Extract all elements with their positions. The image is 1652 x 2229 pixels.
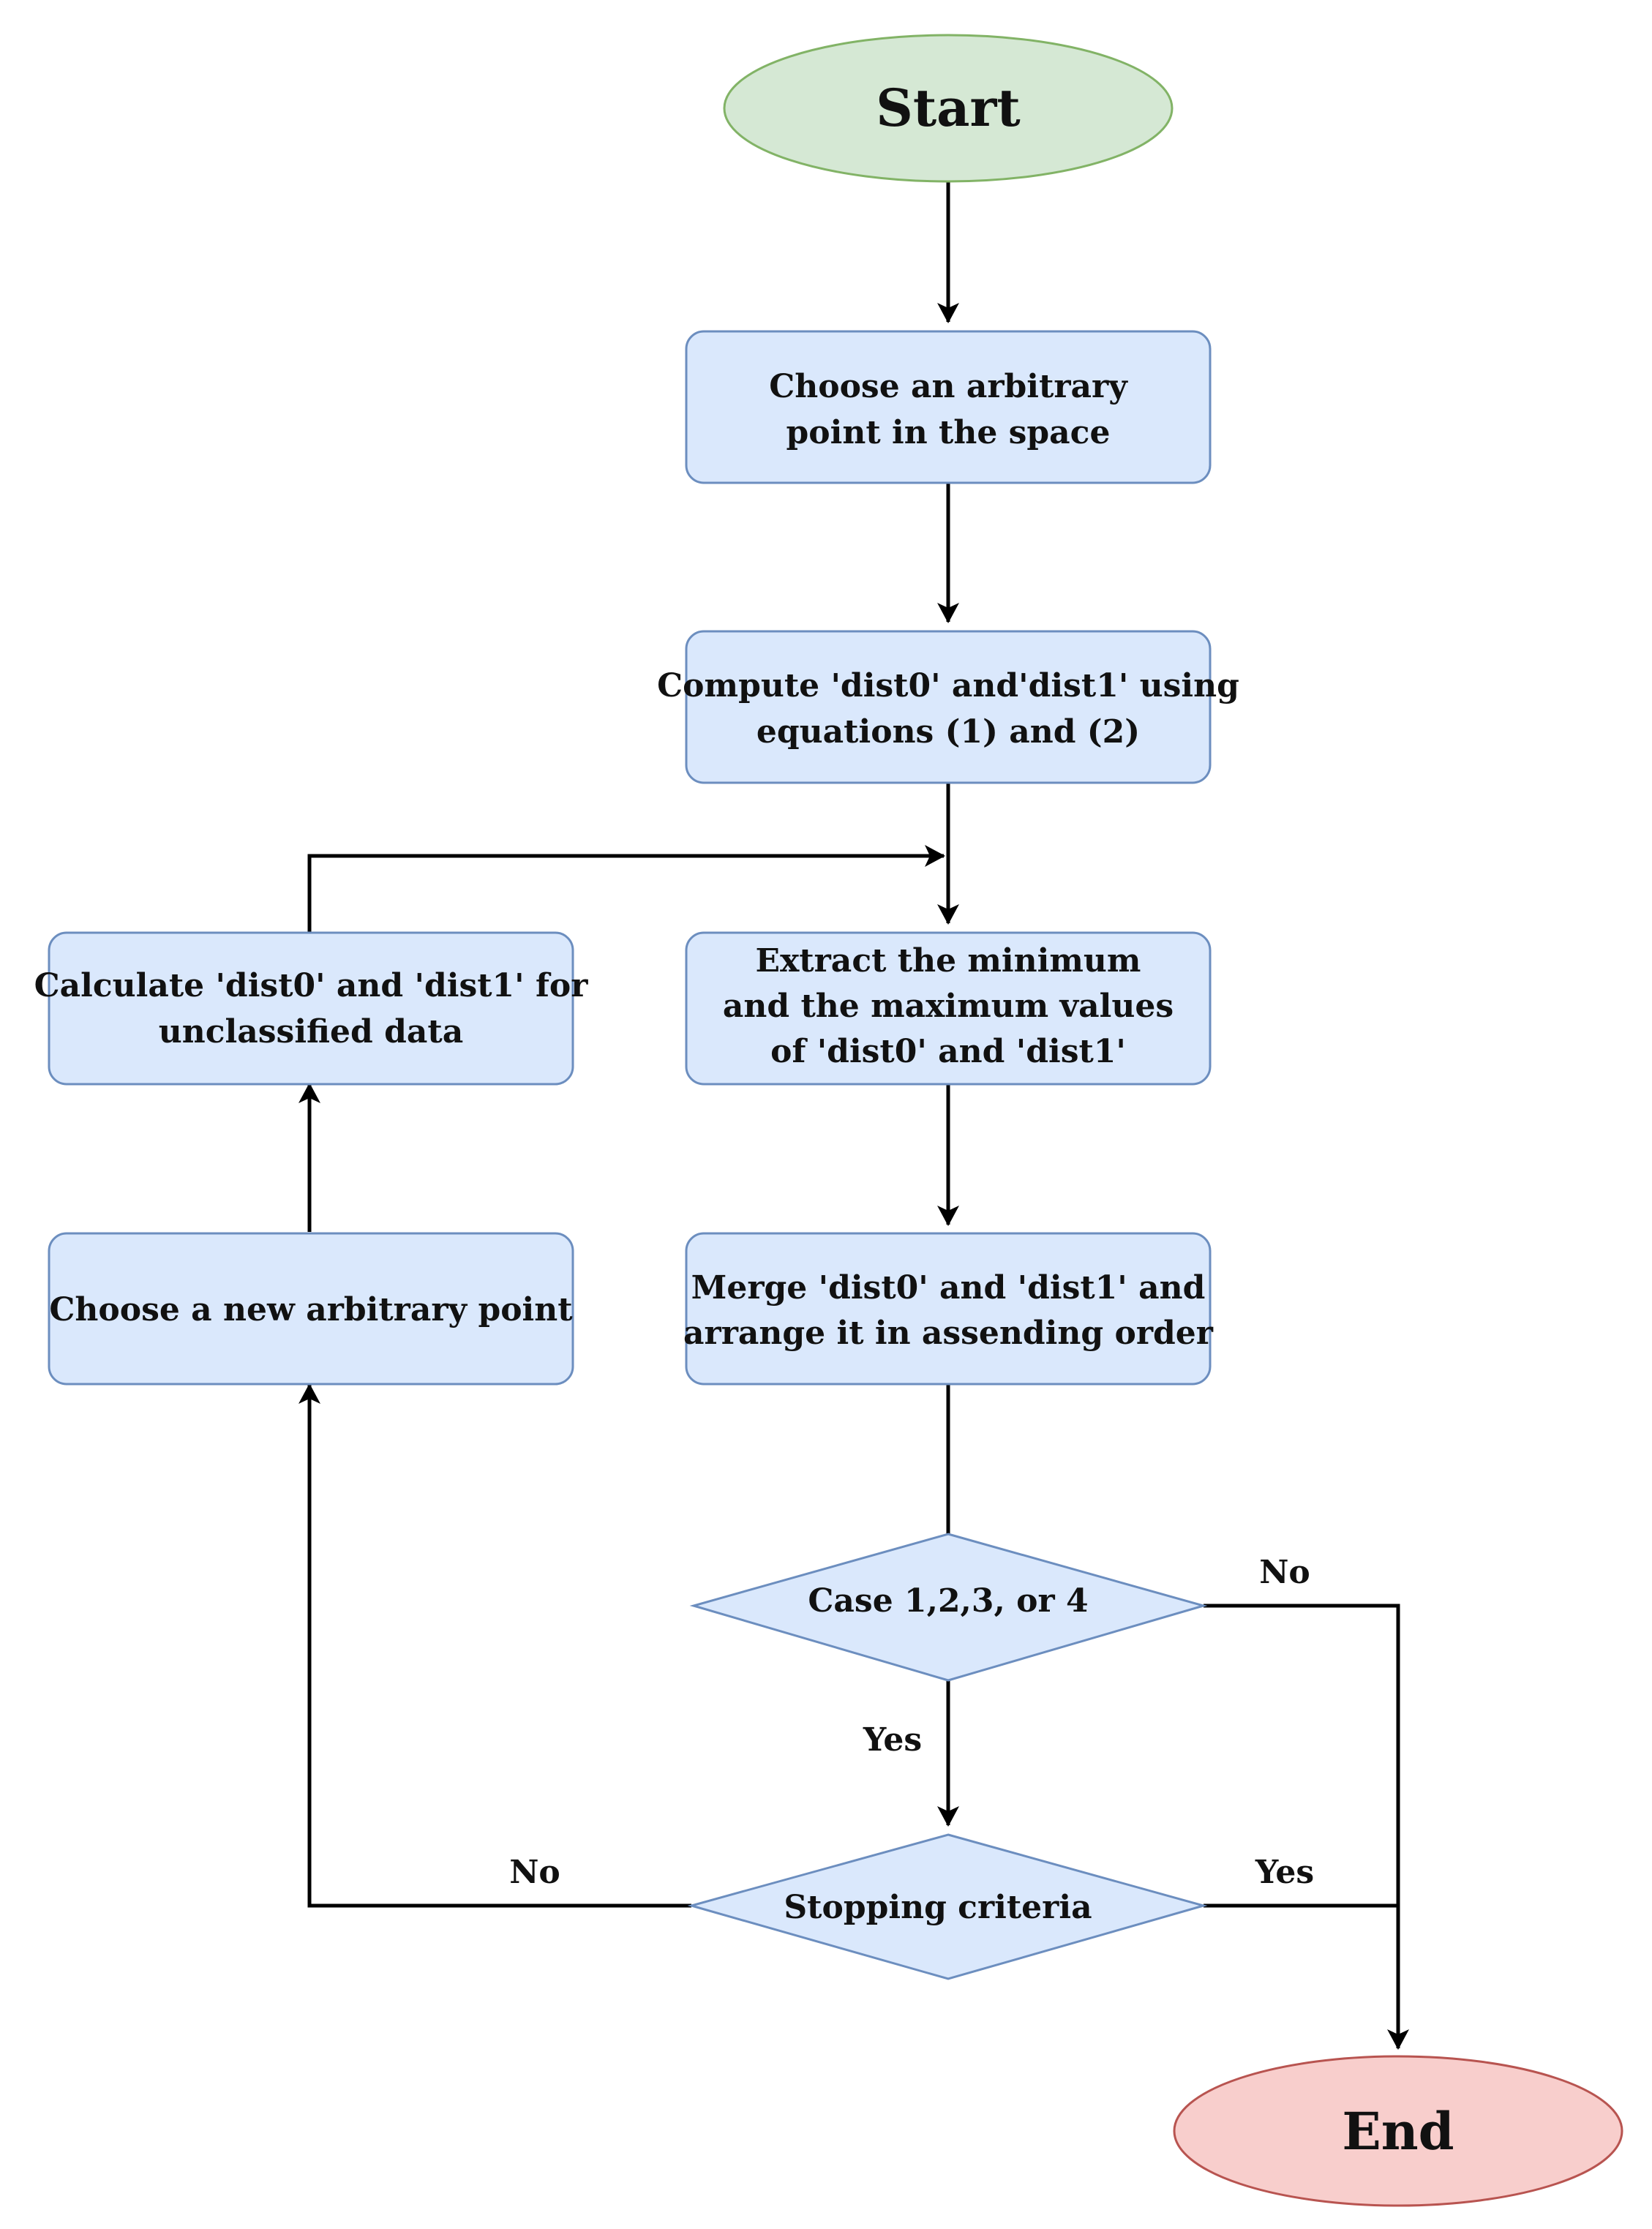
merge-sort-line-1: Merge 'dist0' and 'dist1' and	[691, 1269, 1206, 1307]
arrow-calc-to-loop-merge	[307, 845, 945, 933]
end-ellipse	[1173, 2055, 1623, 2207]
end-label: End	[1342, 2101, 1454, 2162]
case-decision-node: Case 1,2,3, or 4	[689, 1533, 1208, 1682]
calc-unclassified-line-1: Calculate 'dist0' and 'dist1' for	[34, 967, 589, 1004]
extract-minmax-line-3: of 'dist0' and 'dist1'	[770, 1033, 1126, 1070]
extract-minmax-node: Extract the minimum and the maximum valu…	[685, 931, 1212, 1086]
case-decision-diamond	[689, 1533, 1208, 1682]
connectors	[299, 181, 1409, 2050]
stopping-decision-node: Stopping criteria	[687, 1833, 1208, 1980]
compute-dist-node: Compute 'dist0' and'dist1' using equatio…	[657, 630, 1239, 784]
extract-minmax-line-1: Extract the minimum	[756, 942, 1141, 980]
case-decision-label: Case 1,2,3, or 4	[808, 1582, 1088, 1620]
compute-dist-box	[685, 630, 1212, 784]
calc-unclassified-line-2: unclassified data	[159, 1013, 463, 1050]
stopping-decision-diamond	[687, 1833, 1208, 1980]
edge-labels: No Yes No Yes	[509, 1554, 1314, 1891]
choose-point-line-1: Choose an arbitrary	[769, 368, 1128, 405]
stopping-decision-label: Stopping criteria	[784, 1889, 1092, 1926]
new-point-box	[48, 1232, 574, 1386]
extract-minmax-box	[685, 931, 1212, 1086]
start-node: Start	[723, 34, 1174, 183]
choose-point-line-2: point in the space	[786, 414, 1111, 451]
compute-dist-line-1: Compute 'dist0' and'dist1' using	[657, 667, 1239, 704]
extract-minmax-line-2: and the maximum values	[723, 988, 1174, 1025]
start-label: Start	[876, 78, 1020, 138]
case-yes-label: Yes	[863, 1721, 922, 1759]
new-point-node: Choose a new arbitrary point	[48, 1232, 574, 1386]
compute-dist-line-2: equations (1) and (2)	[756, 713, 1140, 751]
start-ellipse	[723, 34, 1174, 183]
arrow-case-no-to-end	[1204, 1604, 1409, 2050]
merge-sort-node: Merge 'dist0' and 'dist1' and arrange it…	[683, 1232, 1214, 1386]
choose-point-box	[685, 330, 1212, 484]
end-node: End	[1173, 2055, 1623, 2207]
choose-point-node: Choose an arbitrary point in the space	[685, 330, 1212, 484]
arrow-stopping-no-to-newpoint	[299, 1383, 691, 1908]
merge-sort-line-2: arrange it in assending order	[683, 1315, 1214, 1352]
case-no-label: No	[1259, 1554, 1310, 1591]
stop-yes-label: Yes	[1255, 1854, 1314, 1891]
merge-sort-box	[685, 1232, 1212, 1386]
stop-no-label: No	[509, 1854, 560, 1891]
calc-unclassified-node: Calculate 'dist0' and 'dist1' for unclas…	[34, 931, 589, 1086]
new-point-label: Choose a new arbitrary point	[49, 1291, 573, 1328]
calc-unclassified-box	[48, 931, 574, 1086]
